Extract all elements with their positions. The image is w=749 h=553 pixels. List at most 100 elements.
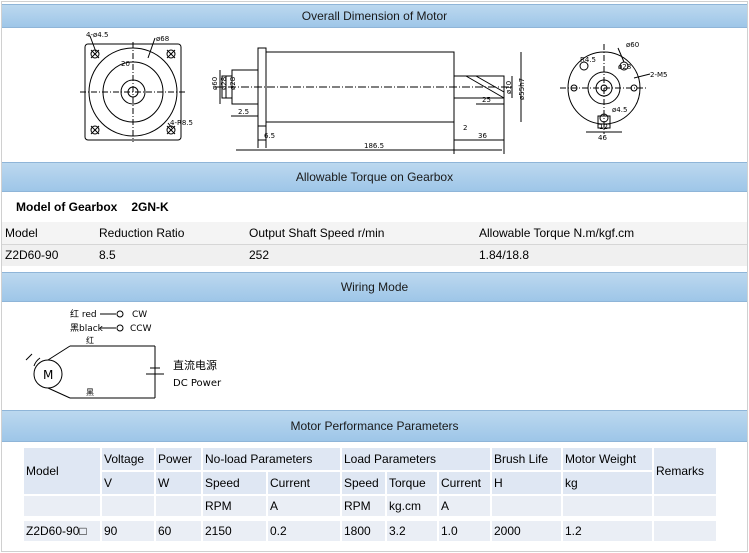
rear-d2-label: ø4.5 bbox=[612, 106, 627, 114]
side-key-length: 25 bbox=[482, 96, 491, 104]
side-step-length: 2 bbox=[463, 124, 467, 132]
gearbox-header-row: Model Reduction Ratio Output Shaft Speed… bbox=[2, 222, 747, 245]
front-pcd-label: ø68 bbox=[156, 35, 169, 43]
perf-col-power: Power bbox=[156, 448, 201, 470]
front-view bbox=[80, 35, 186, 142]
gearbox-cell-speed: 252 bbox=[246, 244, 476, 266]
perf-unit-brush: H bbox=[492, 472, 561, 494]
dimension-section-title: Overall Dimension of Motor bbox=[301, 9, 448, 23]
side-body-length: 186.5 bbox=[364, 142, 384, 150]
perf-col-load: Load Parameters bbox=[342, 448, 490, 470]
perf-col-model: Model bbox=[24, 448, 100, 494]
side-body-dia: ø55h7 bbox=[518, 78, 526, 100]
perf-units-remarks-blank bbox=[654, 496, 716, 516]
side-dia-label-2: ø28 bbox=[220, 77, 228, 90]
perf-cell-l-current: 1.0 bbox=[439, 521, 490, 541]
perf-cell-remarks bbox=[654, 521, 716, 541]
perf-cell-brush: 2000 bbox=[492, 521, 561, 541]
perf-sub-l-current: Current bbox=[439, 472, 490, 494]
perf-cell-voltage: 90 bbox=[102, 521, 154, 541]
gearbox-col-model: Model bbox=[2, 222, 96, 245]
front-center-label: 20 bbox=[121, 60, 130, 68]
performance-data-table: Z2D60-90□ 90 60 2150 0.2 1800 3.2 1.0 20… bbox=[22, 519, 718, 543]
rear-view bbox=[560, 44, 651, 134]
wiring-diagram: 红 red 黑black CW CCW 红 黑 M 直流电源 DC Power bbox=[25, 308, 222, 399]
perf-units-brush-blank bbox=[492, 496, 561, 516]
perf-header-row-1: Model Voltage Power No-load Parameters L… bbox=[24, 448, 716, 494]
wire-red-label: 红 red bbox=[70, 308, 97, 320]
perf-unit-nl-speed: RPM bbox=[203, 496, 266, 516]
perf-col-voltage: Voltage bbox=[102, 448, 154, 470]
rear-d1-label: ø28 bbox=[618, 63, 631, 71]
perf-sub-l-speed: Speed bbox=[342, 472, 385, 494]
perf-unit-power: W bbox=[156, 472, 201, 494]
side-dia-label-1: ø60 bbox=[211, 77, 219, 90]
gearbox-label: Model of Gearbox bbox=[16, 200, 118, 214]
performance-section-title: Motor Performance Parameters bbox=[290, 419, 459, 433]
perf-units-row: RPM A RPM kg.cm A bbox=[24, 496, 716, 516]
perf-cell-l-speed: 1800 bbox=[342, 521, 385, 541]
perf-unit-l-speed: RPM bbox=[342, 496, 385, 516]
gearbox-col-torque: Allowable Torque N.m/kgf.cm bbox=[476, 222, 747, 245]
perf-sub-l-current-label: Current bbox=[441, 476, 482, 490]
rear-w1-label: 12 bbox=[599, 123, 608, 131]
perf-col-brush-life: Brush Life bbox=[492, 448, 561, 470]
power-source-en: DC Power bbox=[173, 378, 222, 389]
front-hole-label: 4-ø4.5 bbox=[86, 31, 108, 39]
perf-sub-nl-speed-label: Speed bbox=[205, 476, 240, 490]
perf-sub-nl-current: Current bbox=[268, 472, 340, 494]
table-row: Z2D60-90 8.5 252 1.84/18.8 bbox=[2, 244, 747, 266]
power-source-cn: 直流电源 bbox=[173, 358, 217, 372]
perf-unit-l-torque: kg.cm bbox=[387, 496, 437, 516]
rear-w2-label: 46 bbox=[598, 134, 607, 142]
perf-sub-l-torque-label: Torque bbox=[389, 476, 426, 490]
red-terminal-mark: 红 bbox=[86, 335, 94, 345]
wiring-lines bbox=[33, 310, 164, 399]
dimension-drawing: 4-ø4.5 ø68 4-R8.5 20 ø60 ø28 ø28 2.5 6.5… bbox=[80, 31, 667, 154]
perf-cell-model: Z2D60-90□ bbox=[24, 521, 100, 541]
perf-units-power-blank bbox=[156, 496, 201, 516]
perf-cell-weight: 1.2 bbox=[563, 521, 652, 541]
gearbox-heading: Model of Gearbox 2GN-K bbox=[16, 200, 183, 214]
perf-units-voltage-blank bbox=[102, 496, 154, 516]
motor-symbol: M bbox=[43, 368, 53, 382]
rear-thread-label: 2-M5 bbox=[650, 71, 667, 79]
perf-cell-l-torque: 3.2 bbox=[387, 521, 437, 541]
gearbox-col-ratio: Reduction Ratio bbox=[96, 222, 246, 245]
table-row: Z2D60-90□ 90 60 2150 0.2 1800 3.2 1.0 20… bbox=[24, 521, 716, 541]
front-corner-label: 4-R8.5 bbox=[170, 119, 193, 127]
gearbox-cell-torque: 1.84/18.8 bbox=[476, 244, 747, 266]
perf-sub-l-torque: Torque bbox=[387, 472, 437, 494]
perf-col-weight: Motor Weight bbox=[563, 448, 652, 470]
gearbox-col-speed: Output Shaft Speed r/min bbox=[246, 222, 476, 245]
wire-black-label: 黑black bbox=[70, 323, 104, 334]
gearbox-model: 2GN-K bbox=[131, 200, 169, 214]
gearbox-cell-ratio: 8.5 bbox=[96, 244, 246, 266]
perf-col-noload: No-load Parameters bbox=[203, 448, 340, 470]
dimension-section-header: Overall Dimension of Motor bbox=[2, 4, 747, 28]
rotation-arrow-icon bbox=[25, 353, 41, 367]
perf-cell-nl-current: 0.2 bbox=[268, 521, 340, 541]
perf-sub-l-speed-label: Speed bbox=[344, 476, 379, 490]
performance-table: Model Voltage Power No-load Parameters L… bbox=[22, 446, 718, 518]
perf-sub-nl-current-label: Current bbox=[270, 476, 311, 490]
side-shaft-dia: ø10 bbox=[505, 81, 513, 94]
perf-col-remarks: Remarks bbox=[654, 448, 716, 494]
rear-pcd-label: ø60 bbox=[626, 41, 639, 49]
side-flange-length: 6.5 bbox=[264, 132, 275, 140]
wiring-section-title: Wiring Mode bbox=[340, 280, 409, 294]
torque-section-header: Allowable Torque on Gearbox bbox=[2, 162, 747, 192]
perf-sub-nl-speed: Speed bbox=[203, 472, 266, 494]
ccw-label: CCW bbox=[130, 324, 152, 334]
perf-unit-weight: kg bbox=[563, 472, 652, 494]
perf-unit-voltage: V bbox=[102, 472, 154, 494]
perf-cell-power: 60 bbox=[156, 521, 201, 541]
black-terminal-mark: 黑 bbox=[86, 388, 94, 397]
side-shaft-length: 36 bbox=[478, 132, 487, 140]
wiring-section-header: Wiring Mode bbox=[2, 272, 747, 302]
side-view bbox=[215, 47, 522, 154]
perf-cell-nl-speed: 2150 bbox=[203, 521, 266, 541]
side-left-length: 2.5 bbox=[238, 108, 249, 116]
cw-label: CW bbox=[132, 310, 147, 320]
perf-unit-nl-current: A bbox=[268, 496, 340, 516]
